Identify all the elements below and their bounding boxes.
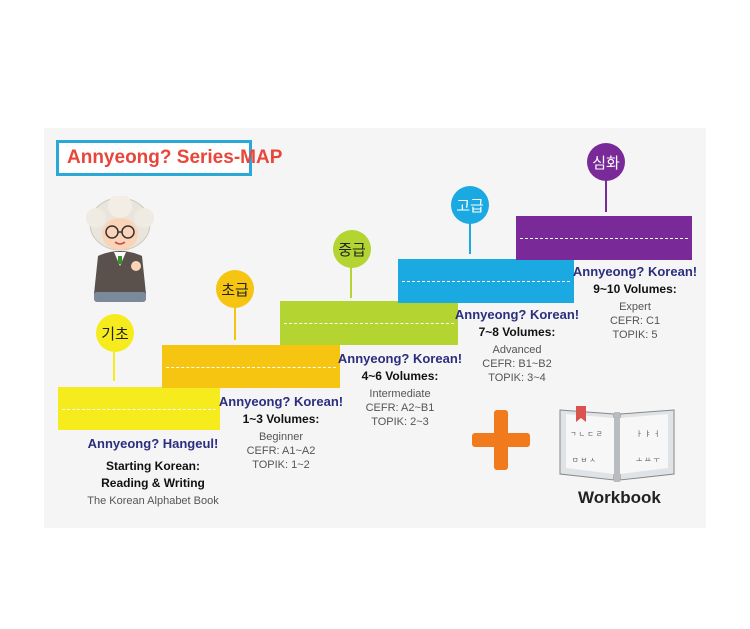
level-2-heading: Annyeong? Korean! <box>218 394 344 409</box>
dashed-line <box>62 408 216 410</box>
badge-pin-3 <box>350 266 352 298</box>
level-2-text: Annyeong? Korean! 1~3 Volumes: Beginner … <box>216 394 346 472</box>
level-3-text: Annyeong? Korean! 4~6 Volumes: Intermedi… <box>335 351 465 429</box>
grandma-character-illustration <box>86 196 154 302</box>
workbook-text-1: ㄱ ㄴ ㄷ ㄹ <box>570 430 602 438</box>
level-4-text: Annyeong? Korean! 7~8 Volumes: Advanced … <box>452 307 582 385</box>
page-title: Annyeong? Series-MAP <box>67 147 283 168</box>
level-5-text: Annyeong? Korean! 9~10 Volumes: Expert C… <box>570 264 700 342</box>
step-level-2 <box>162 345 340 388</box>
level-5-topik: TOPIK: 5 <box>612 329 658 341</box>
dashed-line <box>284 323 454 324</box>
workbook-text-3: ㅁ ㅂ ㅅ <box>572 456 596 464</box>
level-1-line1: Starting Korean: <box>105 459 200 473</box>
badge-pin-4 <box>469 222 471 254</box>
level-1-line3: The Korean Alphabet Book <box>87 495 219 507</box>
level-1-text: Annyeong? Hangeul! Starting Korean: Read… <box>58 436 248 508</box>
level-3-volumes: 4~6 Volumes: <box>361 369 439 383</box>
badge-expert: 심화 <box>587 143 625 181</box>
level-4-topik: TOPIK: 3~4 <box>488 372 546 384</box>
level-3-heading: Annyeong? Korean! <box>337 351 463 366</box>
workbook-text-2: ㅏ ㅑ ㅓ <box>636 430 660 438</box>
workbook-label: Workbook <box>578 488 661 507</box>
badge-intermediate: 중급 <box>333 230 371 268</box>
level-3-topik: TOPIK: 2~3 <box>371 416 429 428</box>
level-4-volumes: 7~8 Volumes: <box>478 325 556 339</box>
step-level-3 <box>280 301 458 345</box>
step-level-5 <box>516 216 692 260</box>
badge-basic: 기초 <box>96 314 134 352</box>
level-4-cefr: CEFR: B1~B2 <box>482 358 552 370</box>
level-4-level: Advanced <box>492 344 542 356</box>
step-level-1 <box>58 387 220 430</box>
dashed-line <box>520 238 688 239</box>
level-3-level: Intermediate <box>369 388 431 400</box>
level-2-level: Beginner <box>258 431 304 443</box>
level-1-heading: Annyeong? Hangeul! <box>87 436 219 451</box>
badge-pin-5 <box>605 180 607 212</box>
badge-pin-2 <box>234 306 236 340</box>
badge-beginner: 초급 <box>216 270 254 308</box>
badge-advanced: 고급 <box>451 186 489 224</box>
workbook-text-4: ㅗ ㅛ ㅜ <box>636 456 660 464</box>
level-5-heading: Annyeong? Korean! <box>572 264 698 279</box>
workbook-book-icon: ㄱ ㄴ ㄷ ㄹ ㅏ ㅑ ㅓ ㅁ ㅂ ㅅ ㅗ ㅛ ㅜ <box>559 406 675 482</box>
title-box: Annyeong? Series-MAP <box>56 140 282 176</box>
level-2-cefr: CEFR: A1~A2 <box>246 445 316 457</box>
step-level-4 <box>398 259 574 303</box>
level-3-cefr: CEFR: A2~B1 <box>365 402 435 414</box>
level-5-cefr: CEFR: C1 <box>609 315 661 327</box>
level-2-topik: TOPIK: 1~2 <box>252 459 310 471</box>
level-4-heading: Annyeong? Korean! <box>454 307 580 322</box>
level-5-level: Expert <box>619 301 651 313</box>
level-2-volumes: 1~3 Volumes: <box>242 412 320 426</box>
dashed-line <box>166 366 336 368</box>
badge-pin-1 <box>113 351 115 381</box>
level-5-volumes: 9~10 Volumes: <box>593 282 677 296</box>
level-1-line2: Reading & Writing <box>101 476 205 490</box>
dashed-line <box>402 281 570 282</box>
plus-icon-bar <box>472 433 530 447</box>
